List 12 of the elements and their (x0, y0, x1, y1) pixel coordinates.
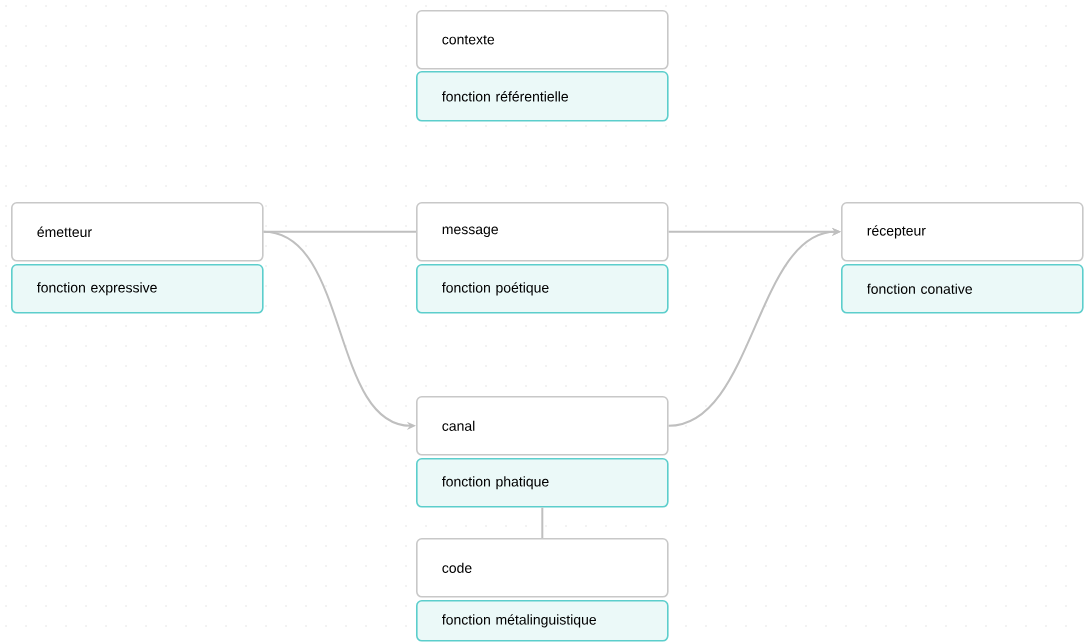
function-box: fonction poétique (416, 264, 669, 314)
function-box: fonction métalinguistique (416, 600, 669, 642)
process-box: émetteur (11, 202, 264, 262)
process-box: canal (416, 396, 669, 456)
function-box: fonction référentielle (416, 71, 669, 122)
function-box: fonction expressive (11, 264, 264, 314)
function-box: fonction phatique (416, 458, 669, 508)
process-box: récepteur (841, 202, 1084, 262)
process-box: message (416, 202, 669, 262)
function-box: fonction conative (841, 264, 1084, 314)
process-box: contexte (416, 10, 669, 70)
process-box: code (416, 538, 669, 598)
